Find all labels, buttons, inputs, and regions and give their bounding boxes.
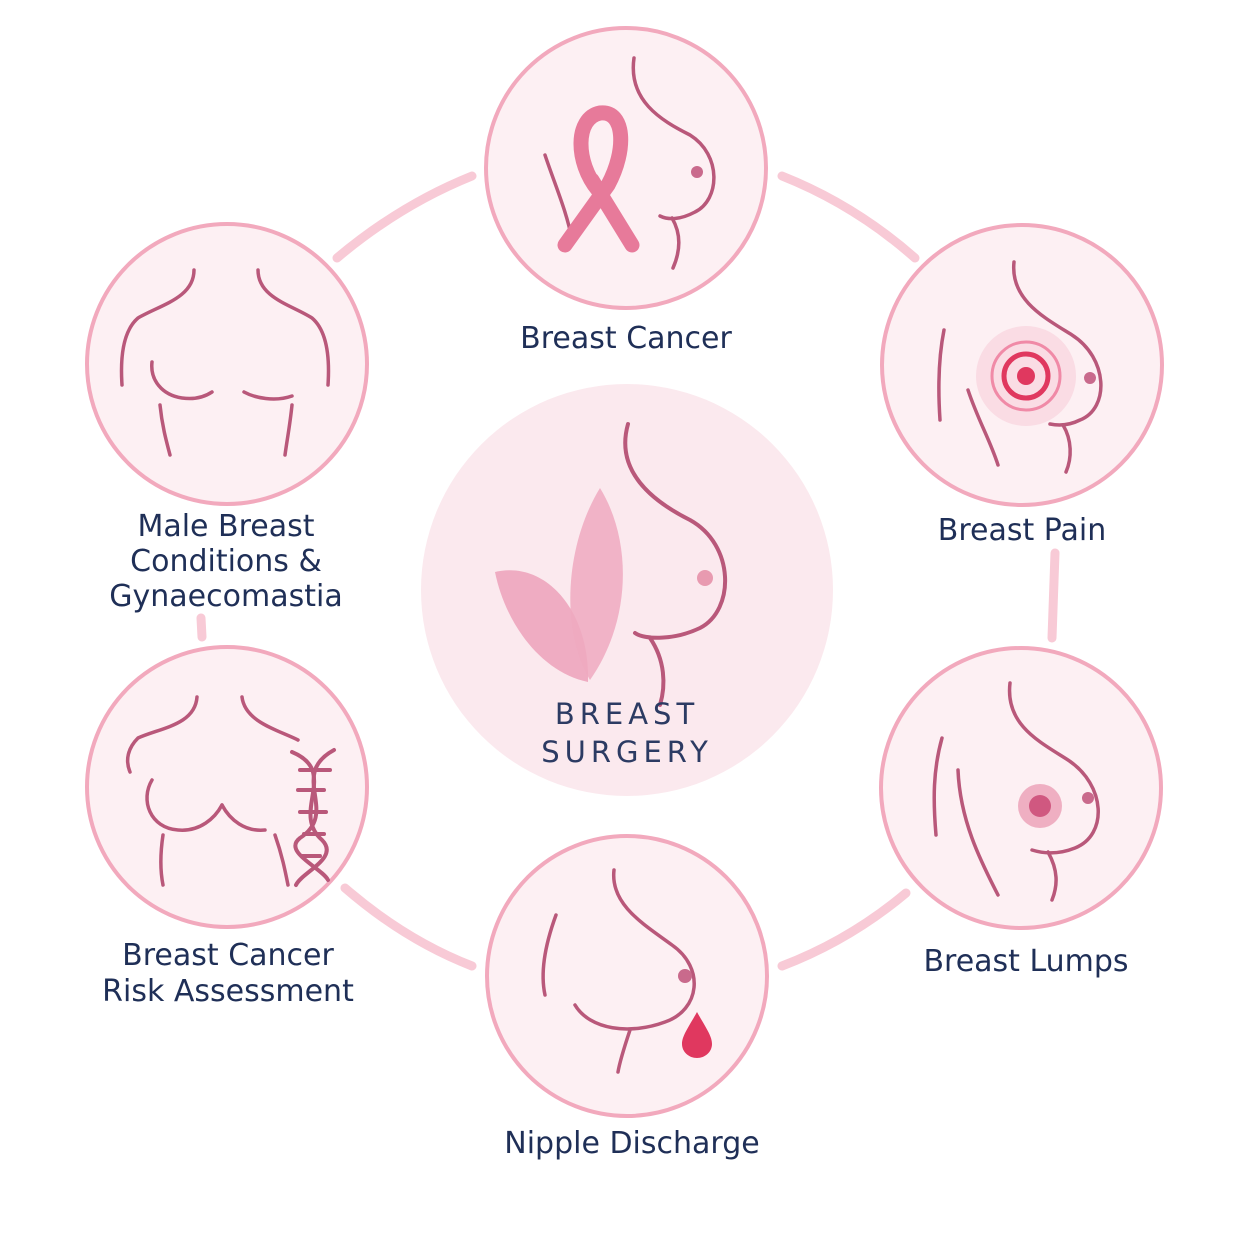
label-line: Nipple Discharge — [504, 1126, 760, 1161]
label-line: Breast Pain — [937, 513, 1107, 548]
breast-outline-icon — [623, 422, 728, 707]
breast-lumps-circle[interactable] — [879, 646, 1163, 930]
connector-top-right — [777, 171, 920, 263]
breast-lumps-label: Breast Lumps — [876, 944, 1176, 980]
nipple-icon — [1084, 372, 1096, 384]
nipple-discharge-circle[interactable] — [485, 834, 769, 1118]
dna-icon — [290, 748, 336, 887]
connector-bottom-right — [777, 888, 911, 971]
nipple-discharge-node[interactable] — [485, 834, 769, 1118]
female-torso-icon — [125, 695, 300, 887]
male-chest-icon — [119, 268, 331, 457]
pain-ring-inner — [1001, 351, 1051, 401]
nipple-icon — [1082, 792, 1094, 804]
breast-outline-icon — [541, 868, 696, 1074]
lump-icon — [1029, 795, 1051, 817]
connector-left — [196, 613, 207, 642]
breast-outline-icon — [932, 681, 1100, 902]
pain-ring-outer — [990, 340, 1062, 412]
label-line: Breast Lumps — [923, 944, 1129, 979]
connector-bottom-left — [340, 883, 477, 971]
center-title-line2: SURGERY — [541, 735, 713, 769]
risk-assessment-circle[interactable] — [85, 645, 369, 929]
breast-cancer-node[interactable] — [484, 26, 768, 310]
label-line: Gynaecomastia — [109, 579, 343, 614]
male-breast-circle[interactable] — [85, 222, 369, 506]
label-line: Breast Cancer — [122, 938, 334, 973]
droplet-icon — [682, 1012, 712, 1058]
breast-lumps-node[interactable] — [879, 646, 1163, 930]
connector-lines — [196, 171, 1060, 971]
pain-target-icon — [1017, 367, 1035, 385]
nipple-icon — [697, 570, 713, 586]
leaf-icon — [495, 488, 623, 682]
breast-cancer-label: Breast Cancer — [426, 321, 826, 357]
breast-pain-label: Breast Pain — [872, 513, 1172, 549]
label-line: Breast Cancer — [520, 321, 732, 356]
nipple-icon — [691, 166, 703, 178]
center-title-line1: BREAST — [554, 697, 700, 731]
risk-assessment-node[interactable] — [85, 645, 369, 929]
awareness-ribbon-icon — [557, 105, 640, 253]
male-breast-label: Male Breast Conditions & Gynaecomastia — [76, 509, 376, 614]
nipple-icon — [678, 969, 692, 983]
center-node — [421, 384, 833, 796]
connector-right — [1047, 548, 1060, 643]
label-line: Risk Assessment — [102, 974, 354, 1009]
label-line: Conditions & — [130, 544, 322, 579]
breast-pain-node[interactable] — [880, 223, 1164, 507]
risk-assessment-label: Breast Cancer Risk Assessment — [68, 938, 388, 1010]
connector-top-left — [332, 171, 477, 263]
male-breast-node[interactable] — [85, 222, 369, 506]
nipple-discharge-label: Nipple Discharge — [432, 1126, 832, 1162]
breast-cancer-circle[interactable] — [484, 26, 768, 310]
center-circle — [421, 384, 833, 796]
label-line: Male Breast — [137, 509, 315, 544]
breast-outline-icon — [937, 260, 1103, 474]
